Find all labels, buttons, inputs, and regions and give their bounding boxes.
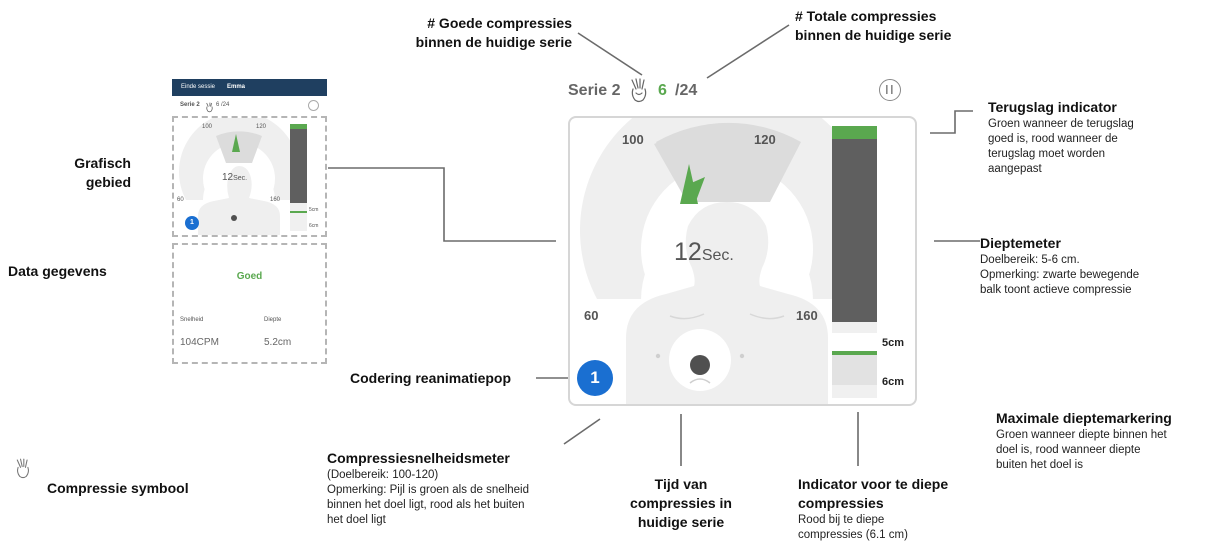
depth-meter-desc-3: balk toont actieve compressie bbox=[980, 284, 1132, 296]
recoil-annotation: Terugslag indicator Groen wanneer de ter… bbox=[988, 98, 1134, 177]
gauge-graphic bbox=[580, 118, 877, 404]
total-count: /24 bbox=[675, 82, 698, 99]
mini-app-screen: Einde sessie Emma Serie 2 6 /24 100 120 … bbox=[172, 79, 327, 364]
rate-meter-desc-2: Opmerking: Pijl is groen als de snelheid bbox=[327, 484, 529, 496]
time-line-2: compressies in bbox=[630, 495, 732, 511]
good-compressions-line1: # Goede compressies bbox=[427, 15, 572, 31]
rate-meter-desc-1: (Doelbereik: 100-120) bbox=[327, 469, 439, 481]
too-deep-desc-2: compressies (6.1 cm) bbox=[798, 529, 908, 541]
mini-data-area: Goed Snelheid Diepte 104CPM 5.2cm bbox=[172, 243, 327, 364]
rate-meter-desc-4: het doel ligt bbox=[327, 514, 386, 526]
mini-gauge-60: 60 bbox=[177, 197, 184, 203]
pause-button[interactable] bbox=[879, 79, 901, 101]
time-line-3: huidige serie bbox=[637, 514, 725, 530]
data-label: Data gegevens bbox=[8, 263, 107, 279]
compression-symbol-icon bbox=[14, 458, 32, 485]
mini-user-name: Emma bbox=[227, 84, 246, 90]
too-deep-desc-1: Rood bij te diepe bbox=[798, 514, 885, 526]
graphic-panel: 100 120 60 160 12Sec. 5cm 6cm 1 bbox=[568, 116, 917, 406]
mini-gauge-120: 120 bbox=[256, 124, 267, 130]
mini-timer-value: 12 bbox=[222, 172, 234, 183]
depth-label-6cm: 6cm bbox=[882, 376, 905, 388]
mini-gauge-160: 160 bbox=[270, 197, 281, 203]
max-depth-annotation: Maximale dieptemarkering Groen wanneer d… bbox=[996, 409, 1172, 473]
timer-unit: Sec. bbox=[701, 247, 734, 264]
depth-meter-title: Dieptemeter bbox=[980, 235, 1061, 251]
gauge-label-100: 100 bbox=[622, 132, 644, 147]
graphic-area-line1: Grafisch bbox=[74, 155, 131, 171]
manikin-badge: 1 bbox=[577, 360, 613, 396]
mini-depth-6cm: 6cm bbox=[309, 223, 319, 229]
max-depth-desc-2: doel is, rood wanneer diepte bbox=[996, 444, 1141, 456]
mini-graphic-area: 100 120 60 160 12Sec. 5cm 6cm 1 bbox=[172, 116, 327, 237]
timer: 12Sec. bbox=[674, 238, 734, 267]
mini-status: Goed bbox=[236, 271, 263, 282]
depth-meter-desc-1: Doelbereik: 5-6 cm. bbox=[980, 254, 1080, 266]
recoil-desc-3: terugslag moet worden bbox=[988, 148, 1105, 160]
recoil-desc-1: Groen wanneer de terugslag bbox=[988, 118, 1134, 130]
depth-label-5cm: 5cm bbox=[882, 337, 905, 349]
too-deep-title-2: compressies bbox=[798, 495, 884, 511]
total-compressions-label: # Totale compressies binnen de huidige s… bbox=[795, 7, 995, 45]
mini-depth-5cm: 5cm bbox=[309, 207, 319, 213]
mini-hands-icon bbox=[205, 100, 214, 118]
recoil-desc-2: goed is, rood wanneer de bbox=[988, 133, 1118, 145]
compression-symbol-label: Compressie symbool bbox=[47, 480, 189, 496]
max-depth-title: Maximale dieptemarkering bbox=[996, 410, 1172, 426]
total-compressions-line2: binnen de huidige serie bbox=[795, 27, 952, 43]
gauge-label-120: 120 bbox=[754, 132, 776, 147]
manikin-coding-label: Codering reanimatiepop bbox=[350, 370, 512, 386]
graphic-area-line2: gebied bbox=[85, 174, 131, 190]
good-count: 6 bbox=[658, 82, 667, 99]
max-depth-desc-3: buiten het doel is bbox=[996, 459, 1083, 471]
mini-end-session-button[interactable]: Einde sessie bbox=[181, 84, 216, 90]
gauge-label-60: 60 bbox=[584, 308, 599, 323]
mini-top-bar: Einde sessie Emma bbox=[172, 79, 327, 96]
depth-meter-desc-2: Opmerking: zwarte bewegende bbox=[980, 269, 1140, 281]
hands-icon bbox=[628, 78, 650, 109]
too-deep-title-1: Indicator voor te diepe bbox=[798, 476, 949, 492]
serie-title: Serie 2 bbox=[568, 82, 621, 99]
recoil-title: Terugslag indicator bbox=[988, 99, 1117, 115]
time-annotation: Tijd van compressies in huidige serie bbox=[625, 475, 737, 532]
pause-icon bbox=[886, 85, 893, 94]
good-compressions-label: # Goede compressies binnen de huidige se… bbox=[380, 14, 572, 52]
rate-meter-desc-3: binnen het doel ligt, rood als het buite… bbox=[327, 499, 525, 511]
rate-meter-annotation: Compressiesnelheidsmeter (Doelbereik: 10… bbox=[327, 449, 529, 528]
mini-count: 6 /24 bbox=[216, 102, 230, 108]
depth-meter-annotation: Dieptemeter Doelbereik: 5-6 cm. Opmerkin… bbox=[980, 234, 1139, 298]
mini-speed-value: 104CPM bbox=[180, 337, 219, 348]
max-depth-desc-1: Groen wanneer diepte binnen het bbox=[996, 429, 1167, 441]
mini-gauge-100: 100 bbox=[202, 124, 213, 130]
good-compressions-line2: binnen de huidige serie bbox=[415, 34, 572, 50]
graphic-area-label: Grafisch gebied bbox=[40, 154, 131, 192]
timer-value: 12 bbox=[674, 238, 702, 266]
mini-timer: 12Sec. bbox=[222, 167, 247, 185]
mini-serie: Serie 2 bbox=[180, 102, 200, 108]
gauge-label-160: 160 bbox=[796, 308, 818, 323]
mini-pause-button[interactable] bbox=[308, 100, 319, 111]
recoil-desc-4: aangepast bbox=[988, 163, 1042, 175]
too-deep-annotation: Indicator voor te diepe compressies Rood… bbox=[798, 475, 948, 543]
total-compressions-line1: # Totale compressies bbox=[795, 8, 937, 24]
rate-meter-title: Compressiesnelheidsmeter bbox=[327, 450, 510, 466]
time-line-1: Tijd van bbox=[654, 476, 708, 492]
mini-depth-value: 5.2cm bbox=[264, 337, 292, 348]
mini-depth-label: Diepte bbox=[264, 317, 282, 323]
mini-speed-label: Snelheid bbox=[180, 317, 204, 323]
mini-timer-unit: Sec. bbox=[233, 175, 248, 182]
mini-manikin-badge: 1 bbox=[185, 216, 199, 230]
